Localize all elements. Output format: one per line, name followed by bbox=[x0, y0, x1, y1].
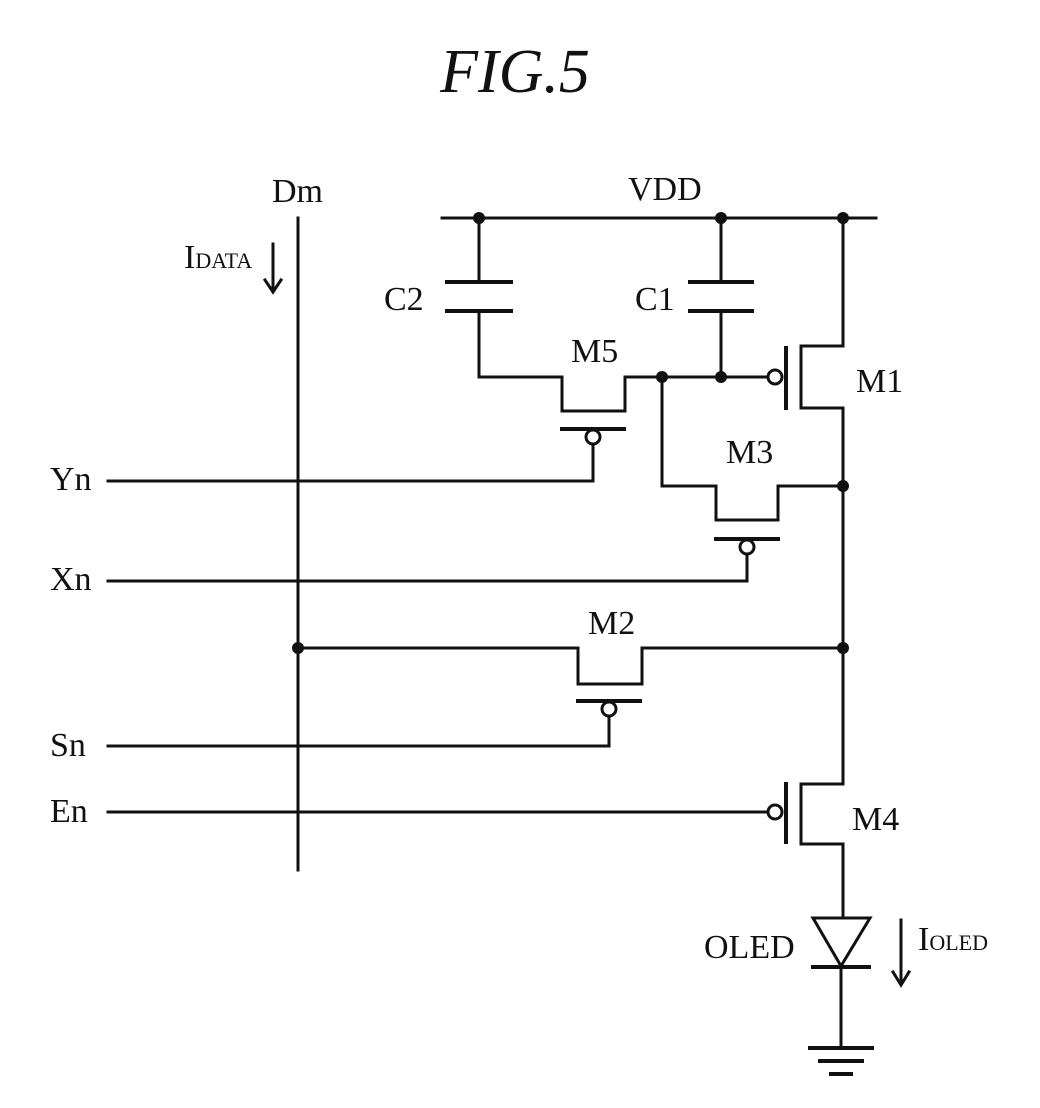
junction-dot bbox=[715, 371, 727, 383]
vdd-label: VDD bbox=[628, 171, 702, 208]
ioled-label: IOLED bbox=[918, 921, 988, 958]
junction-dot bbox=[292, 642, 304, 654]
transistor-m4 bbox=[108, 782, 843, 916]
m3-label: M3 bbox=[726, 434, 773, 471]
m5-label: M5 bbox=[571, 333, 618, 370]
sn-label: Sn bbox=[50, 727, 86, 764]
c2-label: C2 bbox=[384, 281, 424, 318]
ioled-arrow-icon bbox=[893, 920, 909, 985]
transistor-m2 bbox=[298, 648, 843, 746]
m4-label: M4 bbox=[852, 801, 899, 838]
transistor-m1 bbox=[768, 218, 843, 486]
yn-label: Yn bbox=[50, 461, 92, 498]
data-line-label: Dm bbox=[272, 173, 323, 210]
capacitor-c1 bbox=[688, 218, 754, 377]
oled-diode-icon bbox=[811, 918, 871, 1046]
oled-label: OLED bbox=[704, 929, 795, 966]
ground-icon bbox=[808, 1048, 874, 1074]
en-label: En bbox=[50, 793, 88, 830]
m1-label: M1 bbox=[856, 363, 903, 400]
figure-title: FIG.5 bbox=[439, 38, 590, 106]
c1-label: C1 bbox=[635, 281, 675, 318]
xn-label: Xn bbox=[50, 561, 92, 598]
idata-label: IDATA bbox=[184, 239, 252, 276]
capacitor-c2 bbox=[445, 218, 562, 377]
m2-label: M2 bbox=[588, 605, 635, 642]
idata-arrow-icon bbox=[265, 244, 281, 292]
transistor-m5 bbox=[560, 377, 662, 481]
